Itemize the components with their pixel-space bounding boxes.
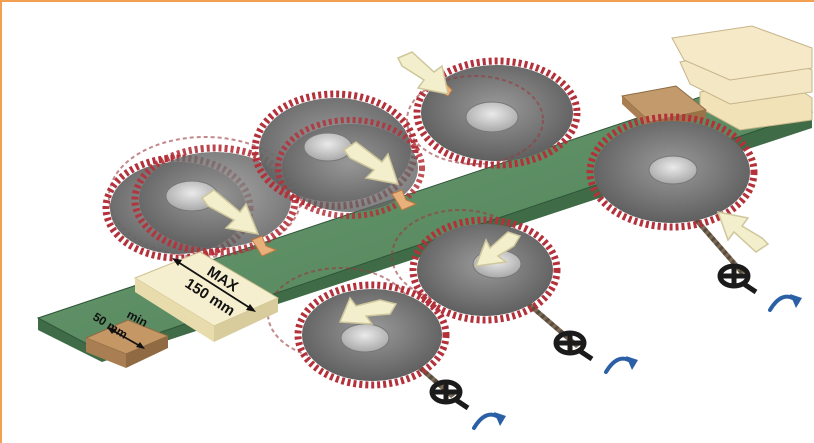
saw-blade-4 xyxy=(590,117,754,227)
board-stack xyxy=(622,26,812,130)
